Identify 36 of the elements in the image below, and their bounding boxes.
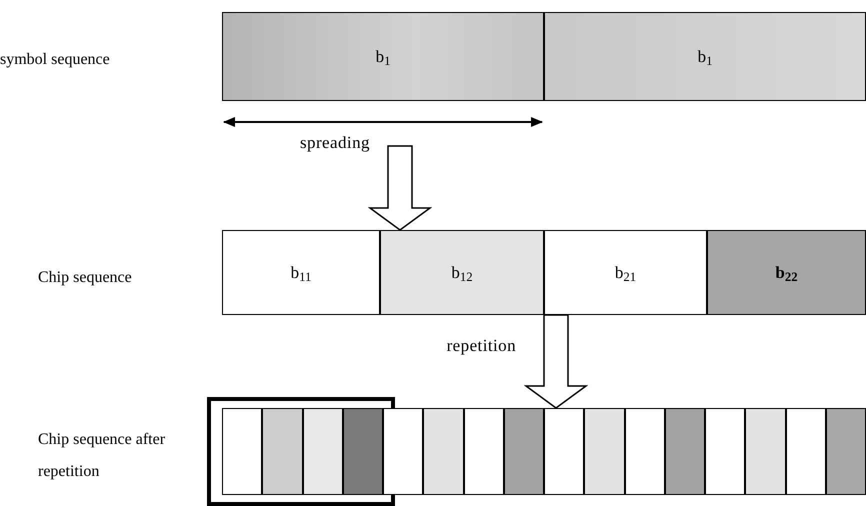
highlight-frame (207, 397, 395, 506)
chip-cell (705, 408, 746, 495)
block-arrow (524, 314, 588, 409)
edge-label: repetition (446, 335, 516, 357)
chip-cell (544, 408, 584, 495)
chip-cell (423, 408, 464, 495)
sequence-block (222, 12, 544, 101)
row-label: Chip sequence after repetition (38, 430, 166, 482)
block-label: b$_{22}$ (775, 262, 798, 286)
sequence-block (544, 230, 707, 315)
block-label: b$_{1}$ (376, 46, 390, 70)
sequence-block (222, 230, 380, 315)
chip-cell (464, 408, 504, 495)
block-label: b$_{12}$ (451, 262, 473, 286)
block-label: b$_{11}$ (290, 262, 312, 286)
sequence-block (544, 12, 866, 101)
block-label: b$_{21}$ (614, 262, 636, 286)
chip-cell (383, 408, 424, 495)
chip-cell (786, 408, 826, 495)
chip-cell (262, 408, 302, 495)
block-label: b$_{1}$ (698, 46, 712, 70)
chip-cell (664, 408, 705, 495)
chip-cell (342, 408, 383, 495)
chip-cell (624, 408, 665, 495)
chip-cell (584, 408, 624, 495)
row-label: Chip sequence (38, 268, 133, 288)
chip-cell (745, 408, 786, 495)
chip-cell (826, 408, 866, 495)
chip-cell (504, 408, 544, 495)
chip-cell (222, 408, 262, 495)
block-arrow (368, 145, 432, 231)
row-label: symbol sequence (0, 50, 111, 70)
dimension-label: spreading (300, 132, 371, 154)
chip-cell (302, 408, 343, 495)
sequence-block (707, 230, 866, 315)
sequence-block (380, 230, 544, 315)
